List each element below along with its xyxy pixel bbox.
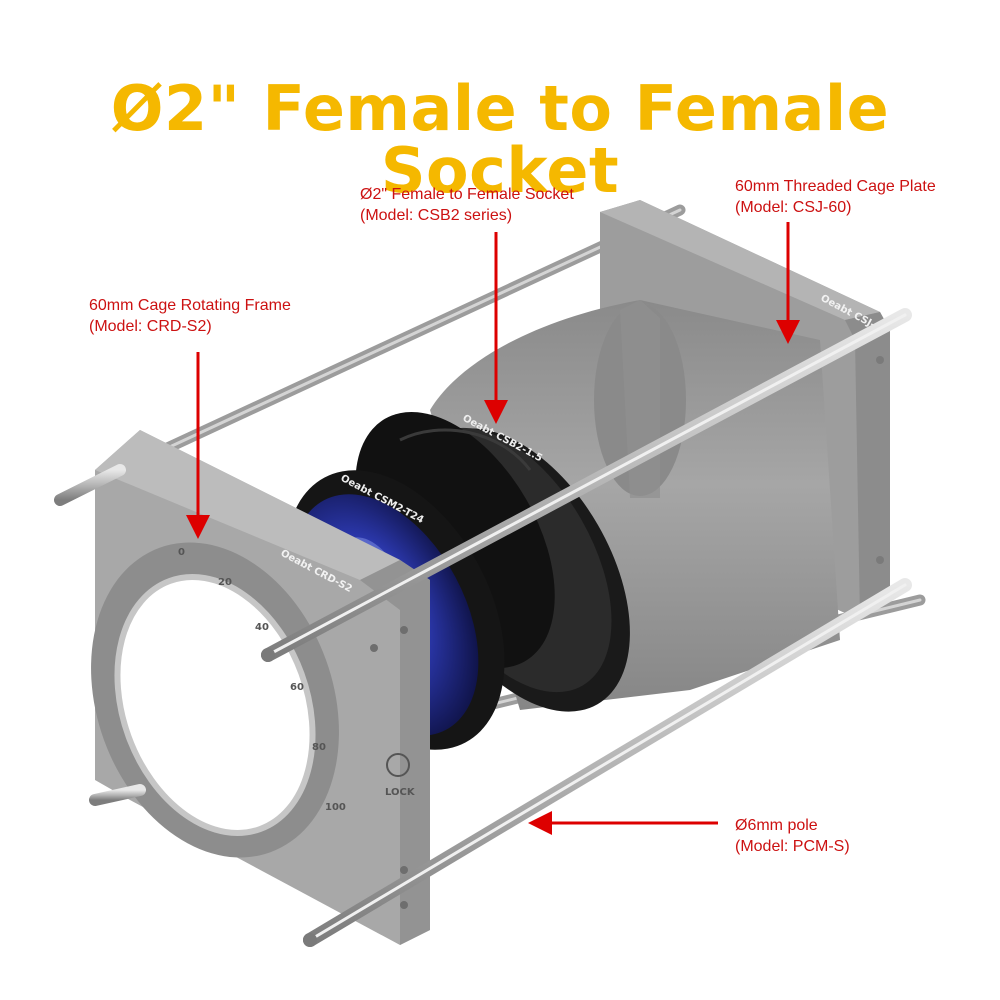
- scale-40: 40: [255, 622, 269, 633]
- callout-pole: Ø6mm pole (Model: PCM-S): [735, 815, 850, 857]
- scale-60: 60: [290, 682, 304, 693]
- callout-pole-model: (Model: PCM-S): [735, 838, 850, 855]
- page-title: Ø2" Female to Female Socket: [110, 72, 890, 207]
- scale-100: 100: [325, 802, 346, 813]
- callout-socket-model: (Model: CSB2 series): [360, 207, 513, 224]
- cage-rotating-frame: Oeabt CRD-S2 0 20 40 60 80 100 LOCK: [91, 430, 430, 945]
- callout-rotating-frame-name: 60mm Cage Rotating Frame: [89, 297, 291, 314]
- callout-cage-plate: 60mm Threaded Cage Plate (Model: CSJ-60): [735, 176, 936, 218]
- callout-cage-plate-name: 60mm Threaded Cage Plate: [735, 178, 936, 195]
- lock-label: LOCK: [385, 787, 416, 798]
- callout-pole-name: Ø6mm pole: [735, 817, 818, 834]
- scale-20: 20: [218, 577, 232, 588]
- lock-icon: [386, 753, 410, 777]
- scale-0: 0: [178, 547, 185, 558]
- callout-socket-name: Ø2" Female to Female Socket: [360, 186, 574, 203]
- callout-socket: Ø2" Female to Female Socket (Model: CSB2…: [360, 184, 574, 226]
- front-rods: [54, 308, 912, 947]
- scale-80: 80: [312, 742, 326, 753]
- callout-rotating-frame-model: (Model: CRD-S2): [89, 318, 212, 335]
- callout-cage-plate-model: (Model: CSJ-60): [735, 199, 852, 216]
- callout-rotating-frame: 60mm Cage Rotating Frame (Model: CRD-S2): [89, 295, 291, 337]
- callout-arrows: [186, 222, 800, 835]
